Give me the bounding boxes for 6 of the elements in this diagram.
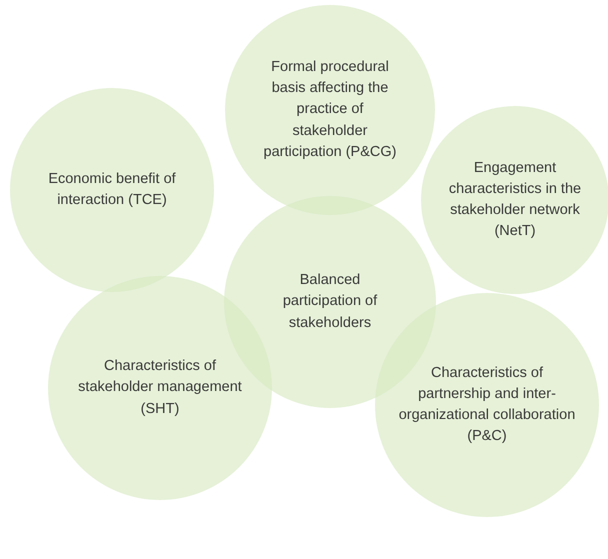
circle-label: Characteristics of stakeholder management (SHT) — [78, 357, 242, 418]
circle-label: Characteristics of partnership and inter-organizational collaboration (P&C) — [398, 364, 576, 446]
circle-label: Economic benefit of interaction (TCE) — [47, 170, 177, 210]
circle-label: Formal procedural basis affecting the practice of stakeholder participation (P&CG) — [262, 58, 398, 162]
circle-label: Balanced participation of stakeholders — [282, 271, 378, 332]
circle-label: Engagement characteristics in the stakeholder network (NetT) — [448, 158, 582, 242]
